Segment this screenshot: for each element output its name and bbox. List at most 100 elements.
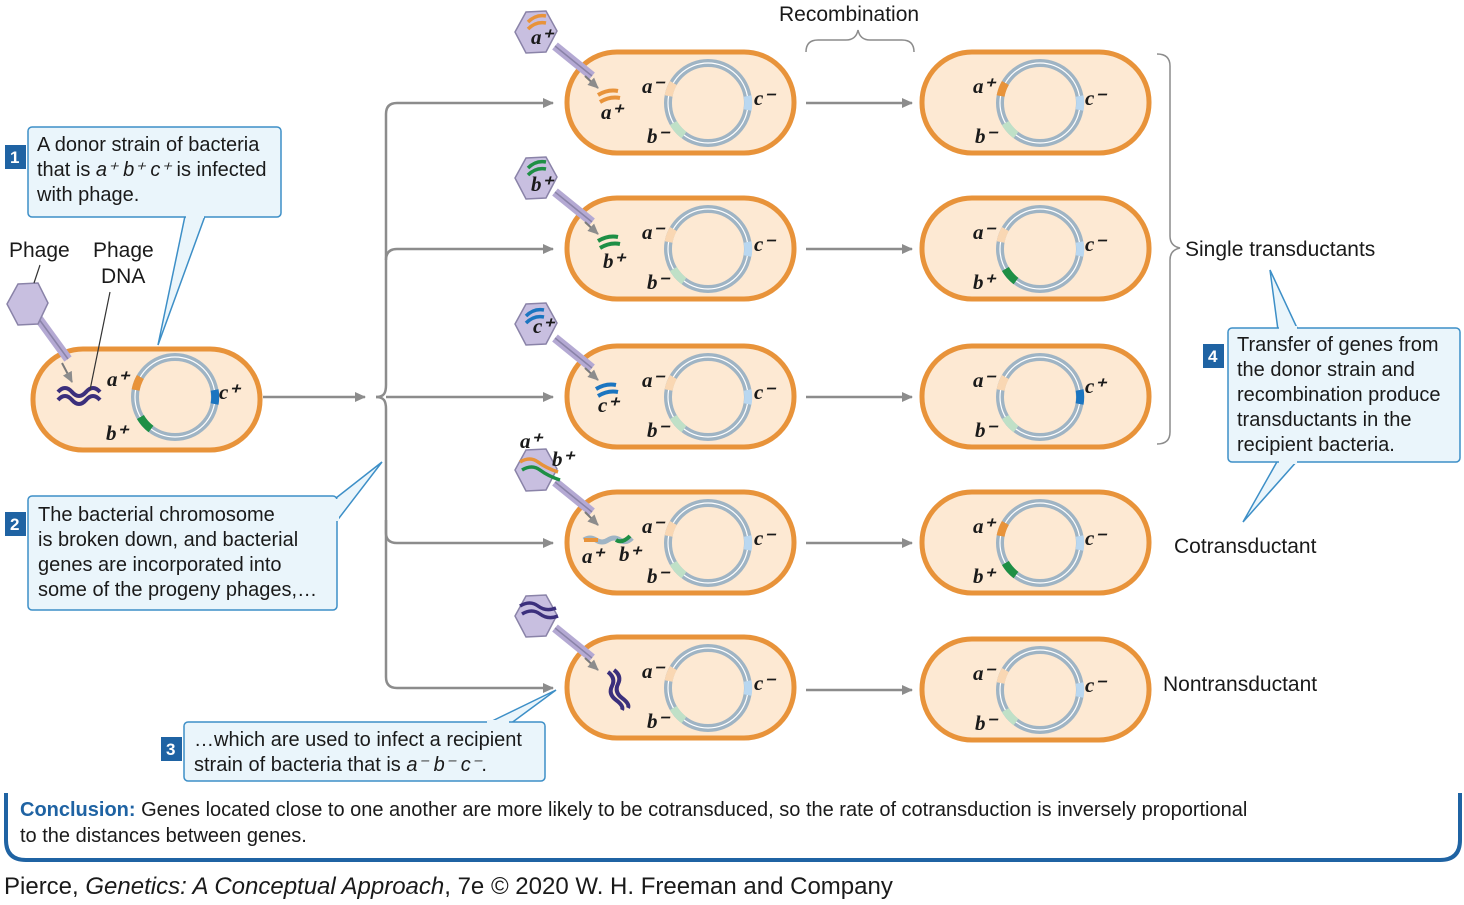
recombination-brace [805, 29, 915, 53]
row1-phage-icon: a⁺ [514, 10, 599, 89]
row4-recipient-cell: a⁻ b⁻ c⁻ a⁺ b⁺ [564, 489, 797, 596]
row4-phage-icon: a⁺ b⁺ [514, 429, 599, 526]
row3-recipient-cell: a⁻ b⁻ c⁻ c⁺ [564, 343, 797, 450]
conclusion-box: Conclusion: Genes located close to one a… [4, 793, 1462, 862]
r5-b-label: b⁻ [647, 709, 671, 733]
row1-phage-gene: a⁺ [531, 25, 555, 49]
r5res-a-label: a⁻ [973, 661, 997, 685]
step4-line1: Transfer of genes from [1237, 334, 1439, 356]
row3-result-cell: a⁻ b⁻ c⁺ [919, 343, 1152, 450]
nontransductant-label: Nontransductant [1163, 673, 1317, 696]
phage-dna-strand [56, 394, 102, 406]
r4res-b-label: b⁺ [973, 564, 997, 588]
phage-label: Phage [9, 239, 70, 262]
r1res-a-label: a⁺ [973, 74, 997, 98]
step1-callout: 1 A donor strain of bacteria that is a⁺ … [5, 126, 282, 346]
r3-fragment-label: c⁺ [598, 393, 620, 417]
step3-line2: strain of bacteria that is a⁻ b⁻ c⁻. [194, 754, 487, 776]
row3-phage-icon: c⁺ [514, 302, 599, 381]
phage-dna-label-line1: Phage [93, 239, 154, 262]
r4res-a-label: a⁺ [973, 514, 997, 538]
step2-line3: genes are incorporated into [38, 554, 282, 576]
r4res-c-label: c⁻ [1085, 526, 1107, 550]
r5res-b-label: b⁻ [975, 711, 999, 735]
branching-brace [375, 98, 554, 693]
step1-line3: with phage. [36, 184, 139, 206]
donor-b-plus-label: b⁺ [106, 421, 130, 445]
recombination-label: Recombination [779, 3, 919, 26]
step4-callout: 4 Transfer of genes from the donor strai… [1203, 269, 1461, 523]
single-transductants-brace [1156, 53, 1181, 445]
row4-phage-gene-b: b⁺ [552, 447, 576, 471]
step3-badge: 3 [166, 740, 175, 759]
r1-c-label: c⁻ [754, 86, 776, 110]
conclusion-line1: Conclusion: Genes located close to one a… [20, 799, 1247, 821]
r1-b-label: b⁻ [647, 124, 671, 148]
r1-a-label: a⁻ [642, 74, 666, 98]
r5-a-label: a⁻ [642, 659, 666, 683]
step4-badge: 4 [1208, 347, 1218, 366]
r1res-c-label: c⁻ [1085, 86, 1107, 110]
donor-c-plus-label: c⁺ [219, 380, 241, 404]
r2res-b-label: b⁺ [973, 270, 997, 294]
row2-recipient-cell: a⁻ b⁻ c⁻ b⁺ [564, 195, 797, 302]
r4-fragment-b-label: b⁺ [619, 542, 643, 566]
step1-line2: that is a⁺ b⁺ c⁺ is infected [37, 159, 267, 181]
single-transductants-label: Single transductants [1185, 238, 1375, 261]
row5-recipient-cell: a⁻ b⁻ c⁻ [564, 634, 797, 741]
row5-result-cell: a⁻ b⁻ c⁻ [919, 636, 1152, 743]
row2-result-cell: a⁻ b⁺ c⁻ [919, 195, 1152, 302]
r4-b-label: b⁻ [647, 564, 671, 588]
donor-phage-icon [6, 282, 73, 383]
step2-badge: 2 [10, 515, 19, 534]
row3-phage-gene: c⁺ [533, 314, 555, 338]
step3-callout: 3 …which are used to infect a recipient … [161, 689, 557, 782]
gene-c-plus-segment [210, 389, 220, 405]
r2-c-label: c⁻ [754, 232, 776, 256]
step4-line2: the donor strain and [1237, 359, 1415, 381]
cotransductant-label: Cotransductant [1174, 535, 1317, 558]
row2-phage-icon: b⁺ [514, 156, 599, 235]
conclusion-heading: Conclusion: [20, 799, 136, 821]
r4-fragment-a-label: a⁺ [582, 544, 606, 568]
step4-line5: recipient bacteria. [1237, 434, 1395, 456]
gene-b-plus-segment [136, 414, 154, 433]
step2-line2: is broken down, and bacterial [38, 529, 298, 551]
r2-fragment-label: b⁺ [603, 249, 627, 273]
row4-phage-gene-a: a⁺ [520, 429, 544, 453]
gene-a-plus-segment [131, 374, 144, 391]
r4-c-label: c⁻ [754, 526, 776, 550]
step1-line1: A donor strain of bacteria [37, 134, 260, 156]
r2-b-label: b⁻ [647, 270, 671, 294]
step3-line1: …which are used to infect a recipient [194, 729, 522, 751]
r2res-a-label: a⁻ [973, 220, 997, 244]
row1-recipient-cell: a⁻ b⁻ c⁻ a⁺ [564, 49, 797, 156]
r1-fragment-label: a⁺ [601, 100, 625, 124]
phage-dna-label-line2: DNA [101, 265, 145, 288]
row4-result-cell: a⁺ b⁺ c⁻ [919, 489, 1152, 596]
r1res-b-label: b⁻ [975, 124, 999, 148]
r3res-b-label: b⁻ [975, 418, 999, 442]
r3res-c-label: c⁺ [1085, 374, 1107, 398]
r3-c-label: c⁻ [754, 380, 776, 404]
step2-callout: 2 The bacterial chromosome is broken dow… [5, 461, 383, 611]
r3res-a-label: a⁻ [973, 368, 997, 392]
r3-b-label: b⁻ [647, 418, 671, 442]
credit-line: Pierce, Genetics: A Conceptual Approach,… [4, 873, 893, 900]
step1-badge: 1 [10, 148, 19, 167]
step2-line1: The bacterial chromosome [38, 504, 275, 526]
r2res-c-label: c⁻ [1085, 232, 1107, 256]
step2-line4: some of the progeny phages,… [38, 579, 317, 601]
step4-line4: transductants in the [1237, 409, 1412, 431]
row2-phage-gene: b⁺ [531, 172, 555, 196]
r5-c-label: c⁻ [754, 671, 776, 695]
donor-bacterium: a⁺ b⁺ c⁺ [30, 346, 263, 453]
conclusion-line2: to the distances between genes. [20, 825, 307, 847]
r3-a-label: a⁻ [642, 368, 666, 392]
donor-a-plus-label: a⁺ [107, 367, 131, 391]
r5res-c-label: c⁻ [1085, 673, 1107, 697]
r4-a-label: a⁻ [642, 514, 666, 538]
r2-a-label: a⁻ [642, 220, 666, 244]
step4-line3: recombination produce [1237, 384, 1440, 406]
